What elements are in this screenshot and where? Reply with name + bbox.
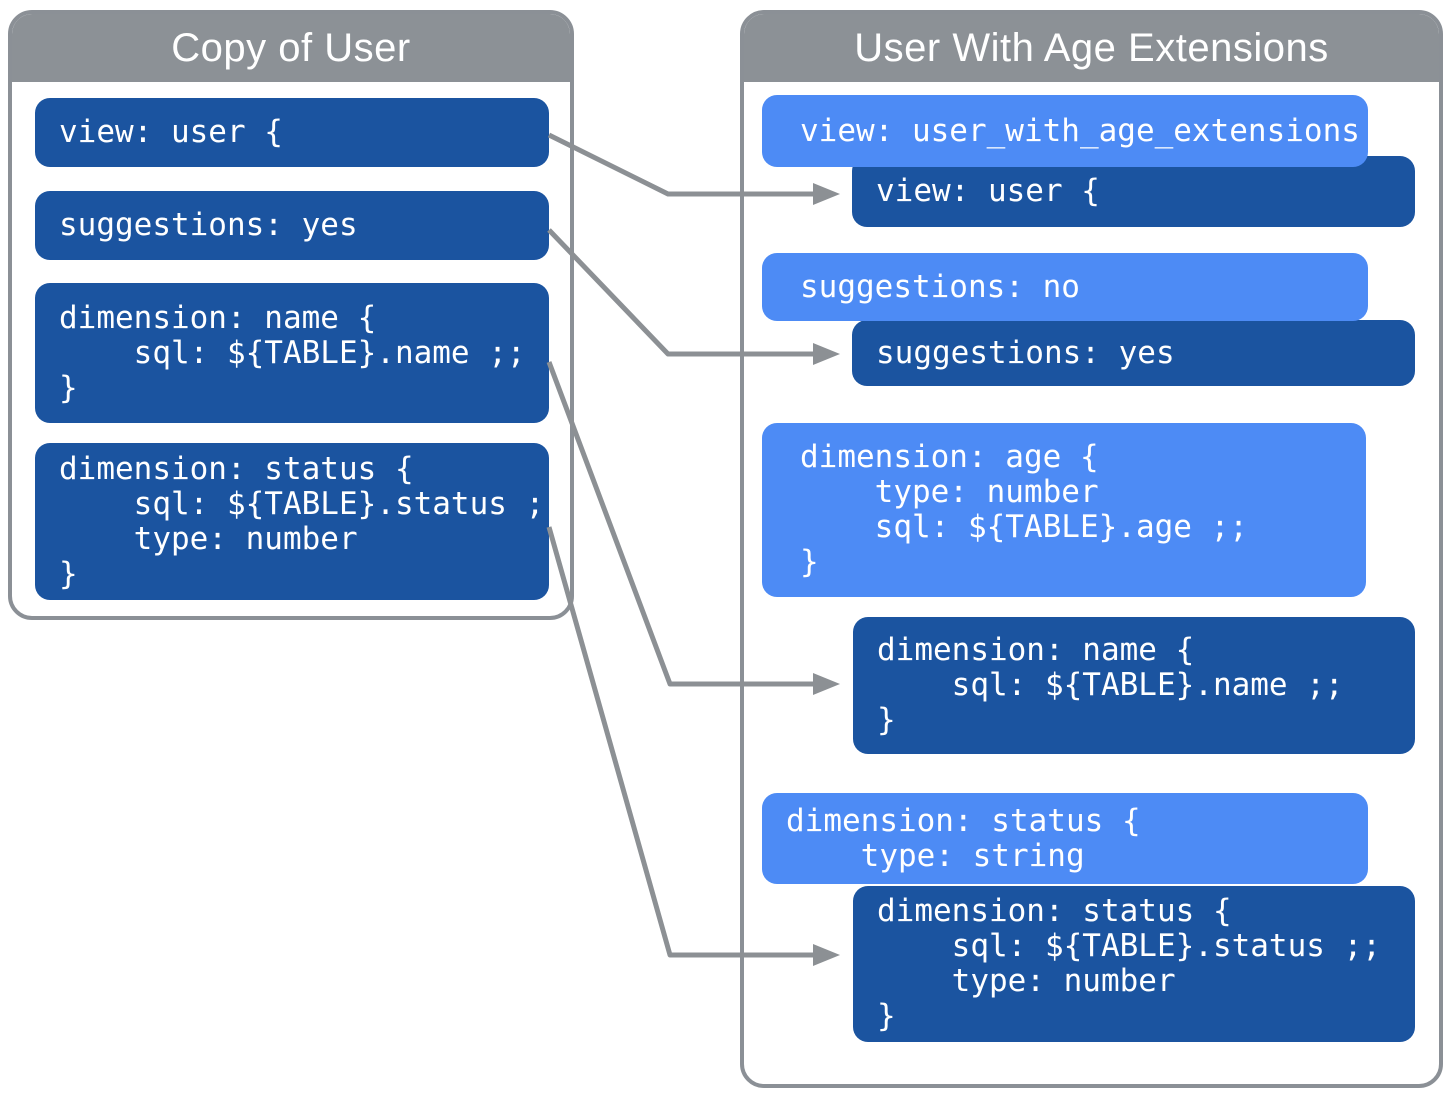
code-line: }: [877, 998, 896, 1034]
panel-copy-of-user: Copy of User view: user { suggestions: y…: [8, 10, 574, 620]
panel-user-with-age-extensions: User With Age Extensions view: user { vi…: [740, 10, 1443, 1088]
code-line: type: number: [59, 520, 358, 557]
code-line: dimension: status {: [877, 893, 1232, 929]
code-line: type: string: [786, 837, 1085, 874]
panel-title: Copy of User: [171, 25, 411, 70]
code-block-dimension-name: dimension: name { sql: ${TABLE}.name ;; …: [35, 283, 549, 423]
code-line: }: [59, 369, 78, 406]
code-line: dimension: age {: [800, 439, 1099, 475]
code-line: }: [59, 555, 78, 592]
code-block-dimension-age: dimension: age { type: number sql: ${TAB…: [762, 423, 1366, 597]
code-line: sql: ${TABLE}.status ;;: [877, 928, 1381, 964]
code-line: dimension: name {: [877, 632, 1195, 668]
code-line: type: number: [800, 474, 1099, 510]
code-line: view: user {: [59, 114, 283, 150]
code-line: }: [800, 544, 819, 580]
code-line: dimension: status {: [59, 450, 414, 487]
code-block-dimension-status: dimension: status { sql: ${TABLE}.status…: [35, 443, 563, 600]
code-block-suggestions-no: suggestions: no: [762, 253, 1368, 321]
panel-copy-of-user-header: Copy of User: [12, 14, 570, 82]
code-block-view-user: view: user {: [35, 98, 549, 167]
code-block-suggestions-yes-inherited: suggestions: yes: [852, 320, 1415, 386]
code-line: dimension: status {: [786, 802, 1141, 839]
panel-title: User With Age Extensions: [854, 25, 1329, 70]
code-block-view-user-with-age-extensions: view: user_with_age_extensions {: [762, 95, 1398, 167]
code-line: sql: ${TABLE}.age ;;: [800, 509, 1248, 545]
code-block-view-user-inherited: view: user {: [852, 156, 1415, 227]
code-line: dimension: name {: [59, 299, 377, 336]
code-line: sql: ${TABLE}.name ;;: [59, 334, 526, 371]
code-block-suggestions-yes: suggestions: yes: [35, 191, 549, 260]
code-block-dimension-status-override: dimension: status { type: string: [762, 793, 1368, 884]
code-line: view: user {: [876, 173, 1100, 209]
panel-user-with-age-extensions-header: User With Age Extensions: [744, 14, 1439, 82]
code-line: sql: ${TABLE}.name ;;: [877, 667, 1344, 703]
code-line: }: [877, 702, 896, 738]
code-line: type: number: [877, 963, 1176, 999]
code-line: suggestions: no: [800, 268, 1080, 305]
code-block-dimension-name-inherited: dimension: name { sql: ${TABLE}.name ;; …: [853, 617, 1415, 754]
code-line: suggestions: yes: [876, 334, 1175, 371]
code-block-dimension-status-inherited: dimension: status { sql: ${TABLE}.status…: [853, 886, 1415, 1042]
code-line: suggestions: yes: [59, 207, 358, 243]
code-line: view: user_with_age_extensions {: [800, 112, 1398, 149]
code-line: sql: ${TABLE}.status ;;: [59, 485, 563, 522]
